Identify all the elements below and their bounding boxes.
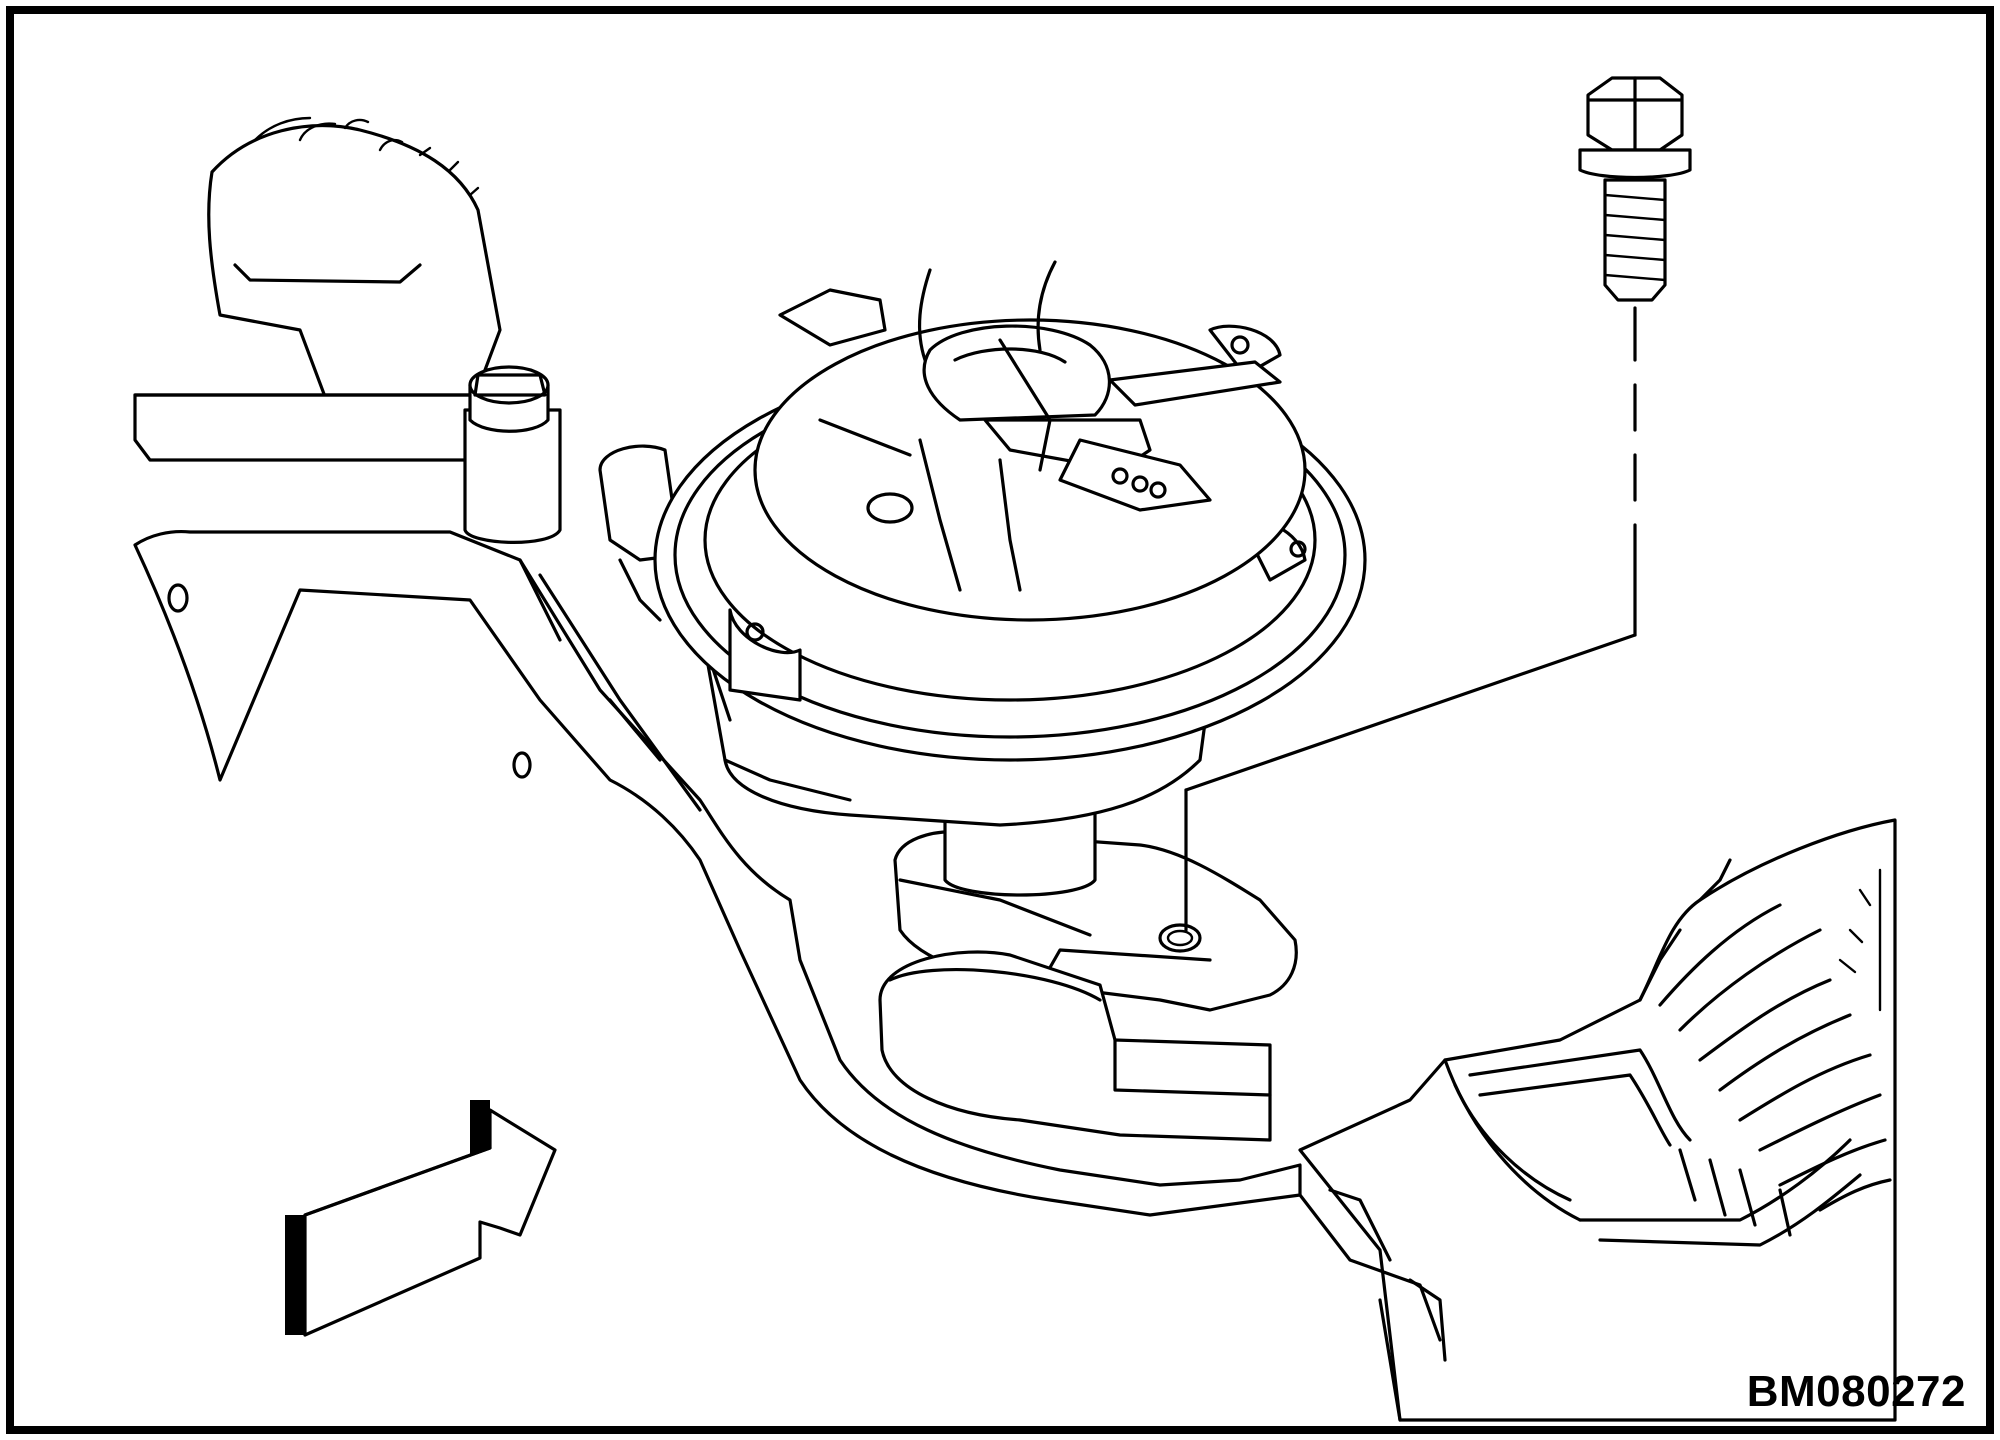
left-bracket bbox=[133, 116, 1302, 1217]
engine-block-right bbox=[1298, 818, 1897, 1422]
arrow-right-up-icon bbox=[285, 1100, 557, 1337]
leader-line bbox=[1184, 306, 1637, 932]
bracket-bolt bbox=[463, 365, 562, 544]
distributor-housing bbox=[598, 260, 1367, 827]
figure-code: BM080272 bbox=[1746, 1367, 1966, 1416]
bolt-icon bbox=[1578, 76, 1692, 302]
